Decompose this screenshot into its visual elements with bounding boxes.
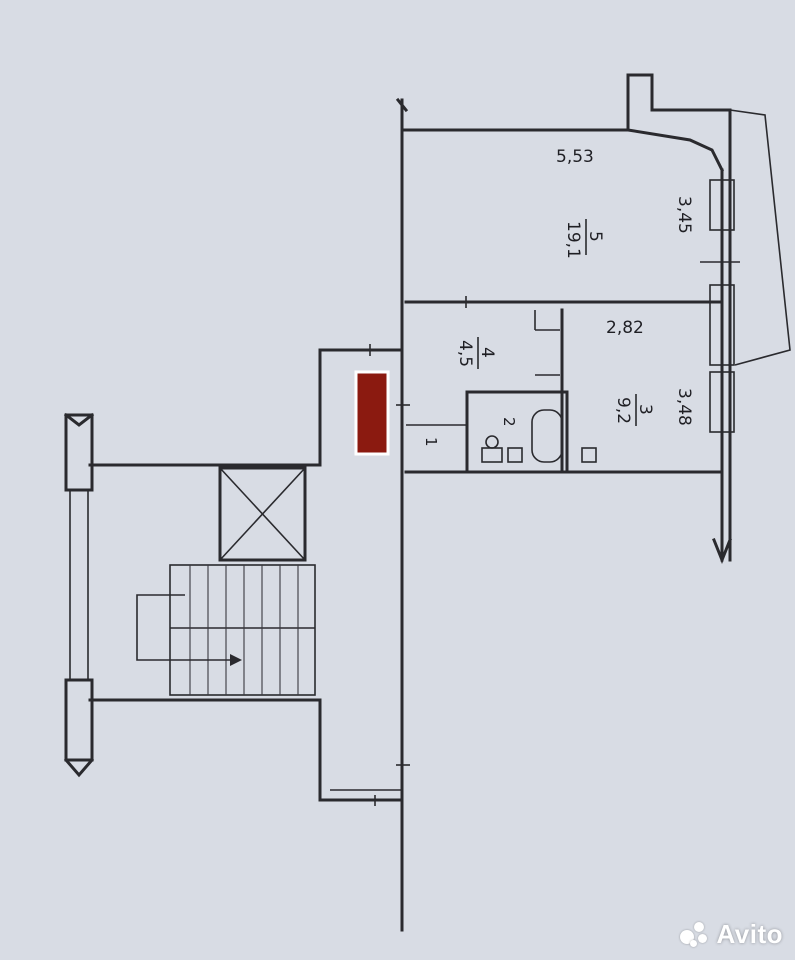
room-2-labels: 2: [500, 417, 518, 427]
avito-logo-icon: [680, 921, 710, 948]
room-3-labels: 2,82 3 9,2 3,48: [606, 318, 694, 426]
room-4-number: 4: [477, 347, 497, 358]
avito-watermark: Avito: [680, 919, 783, 950]
room-5-labels: 5,53 5 19,1 3,45: [556, 147, 694, 259]
watermark-text: Avito: [716, 919, 783, 949]
room-5-side: 3,45: [674, 196, 694, 234]
room-3-dimension: 2,82: [606, 318, 644, 338]
room-5-number: 5: [585, 231, 605, 242]
room-2-number: 2: [500, 417, 518, 427]
room-1-number: 1: [422, 437, 440, 447]
entrance-marker: [354, 370, 390, 456]
room-4-area: 4,5: [455, 340, 475, 367]
room-3-area: 9,2: [613, 397, 633, 424]
room-3-side: 3,48: [674, 388, 694, 426]
room-5-area: 19,1: [563, 221, 583, 259]
room-3-number: 3: [635, 404, 655, 415]
walls: [63, 73, 791, 932]
room-1-labels: 1: [422, 437, 440, 447]
room-5-dimension: 5,53: [556, 147, 594, 167]
room-4-labels: 4 4,5: [455, 337, 497, 369]
